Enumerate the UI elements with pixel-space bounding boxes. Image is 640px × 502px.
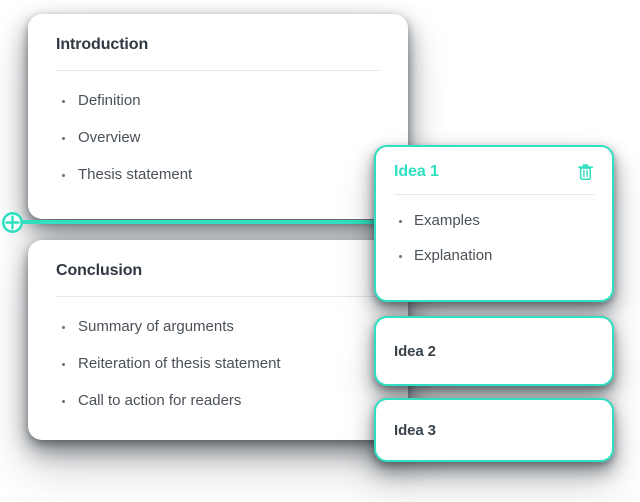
list-item[interactable]: Explanation [394,248,594,263]
idea-card-header: Idea 1 [394,163,594,181]
card-divider [394,194,594,195]
list-item[interactable]: Reiteration of thesis statement [56,356,380,371]
list-item[interactable]: Summary of arguments [56,319,380,334]
bullet-list-conclusion: Summary of arguments Reiteration of thes… [56,319,380,408]
list-item[interactable]: Examples [394,213,594,228]
card-divider [56,70,380,71]
list-item[interactable]: Definition [56,93,380,108]
idea-card-title: Idea 2 [394,342,436,360]
idea-card-title: Idea 3 [394,421,436,439]
card-title-introduction: Introduction [56,36,149,53]
idea-card-1[interactable]: Idea 1 Examples Explanation [374,145,614,302]
card-title-conclusion: Conclusion [56,262,143,279]
outline-card-introduction[interactable]: Introduction Definition Overview Thesis … [28,14,408,219]
list-item[interactable]: Thesis statement [56,167,380,182]
card-divider [56,296,380,297]
add-node-handle-icon[interactable] [0,210,25,235]
idea-card-3[interactable]: Idea 3 [374,398,614,462]
bullet-list-introduction: Definition Overview Thesis statement [56,93,380,182]
bullet-list-idea-1: Examples Explanation [394,213,594,263]
connector-line [16,220,378,224]
trash-icon[interactable] [577,163,594,181]
idea-card-title: Idea 1 [394,163,439,180]
outline-card-conclusion[interactable]: Conclusion Summary of arguments Reiterat… [28,240,408,440]
list-item[interactable]: Call to action for readers [56,393,380,408]
idea-card-2[interactable]: Idea 2 [374,316,614,386]
list-item[interactable]: Overview [56,130,380,145]
